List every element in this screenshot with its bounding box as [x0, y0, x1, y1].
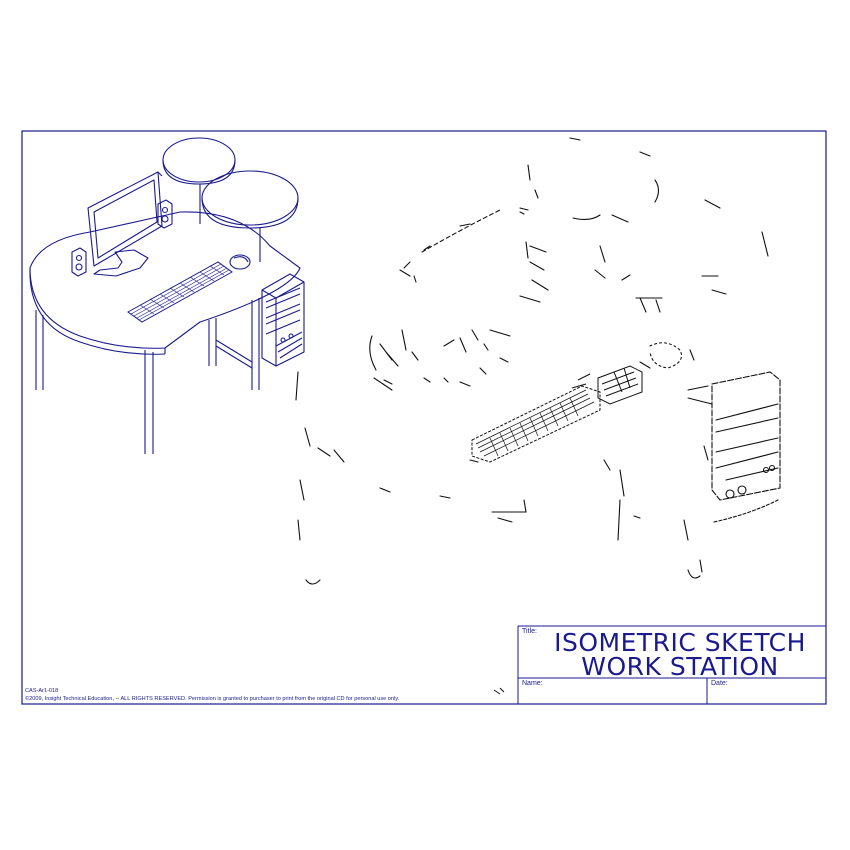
drawing-title-line-1: ISOMETRIC SKETCH	[554, 628, 806, 657]
title-block-frame	[517, 625, 826, 704]
sketch-fragments	[295, 137, 781, 585]
speaker-right	[157, 199, 173, 229]
desk-legs	[35, 298, 260, 454]
sheet-border	[21, 130, 827, 705]
date-field-label: Date:	[711, 680, 728, 687]
speaker-left	[71, 247, 87, 277]
reference-keyboard	[127, 261, 233, 323]
corner-mark	[493, 687, 505, 695]
drawing-code: CAS-Ar1-018	[25, 688, 59, 694]
reference-workstation	[29, 137, 305, 454]
lower-round-shelf	[201, 170, 299, 262]
monitor	[87, 171, 163, 277]
copyright-notice: ©2009, Insight Technical Education, -- A…	[25, 696, 400, 702]
title-label: Title:	[522, 628, 537, 635]
upper-round-shelf	[162, 137, 236, 224]
name-field-label: Name:	[522, 680, 543, 687]
mouse	[229, 254, 251, 270]
sketch-keyboard	[471, 365, 643, 463]
computer-tower	[261, 273, 305, 367]
drawing-title-line-2: WORK STATION	[581, 652, 779, 681]
